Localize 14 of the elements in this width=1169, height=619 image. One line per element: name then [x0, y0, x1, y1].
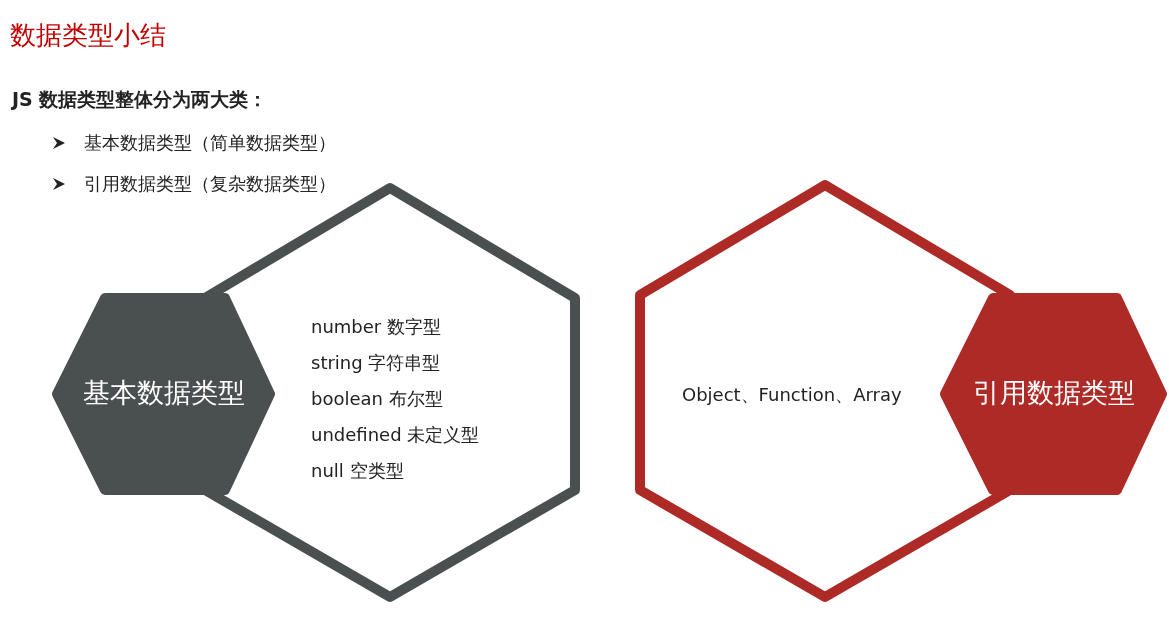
- hexagon-label: 引用数据类型: [971, 376, 1136, 410]
- type-item: null 空类型: [311, 459, 404, 483]
- hexagon-label: 基本数据类型: [81, 376, 246, 410]
- filled-hexagon: [52, 293, 275, 495]
- filled-hexagon: [940, 293, 1167, 495]
- type-item: undefined 未定义型: [311, 423, 480, 447]
- slide-title: 数据类型小结: [10, 19, 166, 52]
- type-item: Object、Function、Array: [682, 383, 902, 407]
- type-item: string 字符串型: [311, 351, 441, 375]
- type-item: boolean 布尔型: [311, 387, 443, 411]
- bullet-item: 基本数据类型（简单数据类型）: [84, 131, 336, 155]
- bullet-item: 引用数据类型（复杂数据类型）: [84, 172, 336, 196]
- section-heading: JS 数据类型整体分为两大类：: [12, 87, 268, 112]
- type-item: number 数字型: [311, 315, 441, 339]
